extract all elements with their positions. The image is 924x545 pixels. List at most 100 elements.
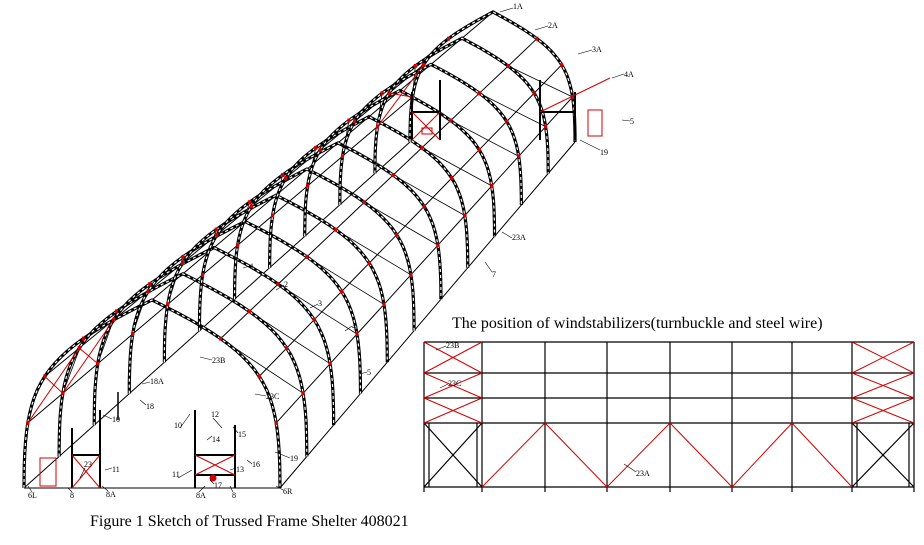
truss-arch-web bbox=[233, 142, 442, 300]
arch-joint-marker bbox=[328, 361, 332, 366]
arch-joint-marker bbox=[131, 332, 135, 336]
truss-arch-web bbox=[198, 168, 415, 331]
arch-joint-marker bbox=[249, 204, 253, 209]
red-wind-bracing bbox=[26, 36, 575, 425]
label-8A-left: 8A bbox=[106, 490, 116, 499]
arch-joint-marker bbox=[334, 227, 338, 232]
arch-joint-marker bbox=[318, 147, 322, 152]
arch-joint-marker bbox=[395, 232, 399, 237]
arch-joint-marker bbox=[420, 145, 424, 150]
arch-joint-marker bbox=[219, 336, 223, 341]
wind-brace bbox=[27, 347, 80, 424]
elevation-frame bbox=[423, 341, 915, 492]
arch-joint-marker bbox=[314, 145, 318, 150]
arch-joint-marker bbox=[544, 124, 548, 129]
arch-joint-marker bbox=[236, 243, 240, 248]
arch-joint-marker bbox=[247, 309, 251, 314]
arch-joint-marker bbox=[571, 95, 575, 99]
label-10-right: 10 bbox=[174, 421, 182, 430]
roof-cable bbox=[479, 92, 546, 127]
truss-arch-web bbox=[23, 299, 281, 489]
roof-cable bbox=[306, 256, 385, 305]
arch-joint-marker bbox=[281, 173, 285, 177]
label-1: 1 bbox=[250, 262, 254, 271]
arch-joint-marker bbox=[532, 91, 536, 96]
arch-joint-marker bbox=[201, 272, 205, 277]
label-18A: 18A bbox=[150, 377, 164, 386]
label-8A-right: 8A bbox=[196, 491, 206, 500]
back-gable-bracing bbox=[411, 77, 611, 141]
label-5: 5 bbox=[367, 368, 371, 377]
arch-joint-marker bbox=[422, 204, 426, 209]
label-3: 3 bbox=[318, 299, 322, 308]
arch-joint-marker bbox=[81, 336, 85, 341]
back-gable-end bbox=[411, 80, 576, 140]
label-7: 7 bbox=[492, 270, 496, 279]
arch-joint-marker bbox=[367, 261, 371, 266]
label-4A: 4A bbox=[624, 70, 634, 79]
label-3A: 3A bbox=[592, 45, 602, 54]
label-11-right: 11 bbox=[172, 470, 180, 479]
roof-cable bbox=[421, 147, 492, 187]
roof-cable bbox=[335, 229, 412, 276]
truss-arches bbox=[22, 10, 577, 489]
roof-cable bbox=[392, 174, 465, 216]
arch-joint-marker bbox=[312, 317, 316, 322]
arch-joint-marker bbox=[305, 254, 309, 259]
purlin-line bbox=[27, 96, 413, 424]
arch-joint-marker bbox=[181, 261, 184, 266]
elevation-leader-lines bbox=[435, 345, 637, 473]
elevation-wind-stabilizers bbox=[423, 341, 915, 488]
figure-caption: Figure 1 Sketch of Trussed Frame Shelter… bbox=[90, 513, 409, 530]
roof-cable bbox=[364, 201, 439, 246]
shelter-leader-lines bbox=[27, 7, 631, 493]
arch-joint-marker bbox=[285, 346, 289, 351]
arch-joint-marker bbox=[505, 119, 509, 124]
purlin-line bbox=[279, 141, 576, 489]
arch-joint-marker bbox=[490, 183, 494, 188]
arch-joint-marker bbox=[380, 91, 384, 96]
label-1A: 1A bbox=[513, 2, 523, 11]
purlin-line bbox=[23, 141, 411, 489]
purlin-line bbox=[220, 38, 538, 339]
wind-brace bbox=[62, 319, 115, 394]
arch-joint-marker bbox=[422, 62, 425, 67]
arch-joint-marker bbox=[463, 213, 467, 218]
wind-brace bbox=[377, 64, 424, 127]
arch-joint-marker bbox=[181, 254, 185, 259]
label-4: 4 bbox=[352, 322, 356, 331]
label-13: 13 bbox=[236, 465, 244, 474]
arch-joint-marker bbox=[257, 374, 261, 379]
wind-brace bbox=[78, 347, 99, 365]
arch-joint-marker bbox=[306, 183, 310, 188]
label-19: 19 bbox=[290, 454, 298, 463]
arch-joint-marker bbox=[355, 332, 359, 336]
arch-joint-marker bbox=[274, 420, 278, 425]
wind-stabilizer-cross bbox=[851, 372, 915, 399]
side-elevation-diagram: 23B 23C 23A bbox=[423, 341, 915, 492]
label-8-right: 8 bbox=[232, 491, 236, 500]
arch-joint-marker bbox=[341, 154, 344, 159]
label-23B-shelter: 23B bbox=[212, 356, 225, 365]
arch-joint-marker bbox=[276, 282, 280, 287]
truss-arch-web bbox=[304, 89, 496, 237]
arch-joint-marker bbox=[347, 118, 351, 123]
shelter-3d-view bbox=[22, 10, 611, 489]
arch-joint-marker bbox=[477, 91, 481, 96]
purlin-line bbox=[258, 64, 563, 377]
elevation-label-23B: 23B bbox=[446, 341, 459, 350]
arch-joint-marker bbox=[449, 118, 453, 123]
wind-brace bbox=[44, 376, 64, 394]
wind-stabilizer-cross bbox=[423, 372, 483, 399]
label-6R: 6R bbox=[283, 487, 293, 496]
wall-zigzag-bracing bbox=[481, 422, 853, 488]
label-2: 2 bbox=[284, 280, 288, 289]
arch-joint-marker bbox=[506, 64, 510, 68]
truss-arch-web bbox=[269, 116, 469, 268]
wind-stabilizer-cross bbox=[423, 341, 483, 374]
arch-joint-marker bbox=[215, 232, 219, 237]
arch-joint-marker bbox=[560, 62, 564, 67]
wind-stabilizer-cross bbox=[851, 397, 915, 424]
label-23A-shelter: 23A bbox=[512, 233, 526, 242]
